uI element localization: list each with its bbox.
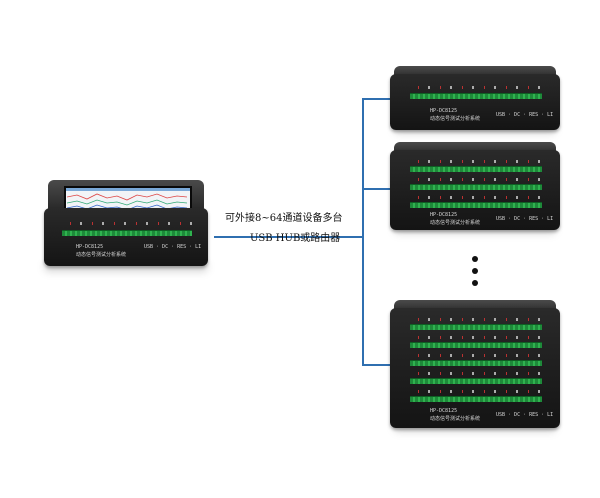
device-name: 动态信号测试分析系统 <box>430 416 481 422</box>
main-device: HP-DC8125 动态信号测试分析系统 USB · DC · RES · LI <box>40 180 212 272</box>
device-model: HP-DC8125 <box>430 108 458 114</box>
connector-vertical-bus <box>362 98 364 366</box>
device-name: 动态信号测试分析系统 <box>430 220 481 226</box>
device-name: 动态信号测试分析系统 <box>430 116 481 122</box>
terminal-strip <box>410 396 542 402</box>
device-port-labels: USB · DC · RES · LI <box>496 412 554 418</box>
device-name: 动态信号测试分析系统 <box>76 252 127 258</box>
connector-branch-3 <box>362 364 392 366</box>
connector-horizontal-main <box>214 236 364 238</box>
terminal-strip <box>410 360 542 366</box>
terminal-strip <box>410 202 542 208</box>
slave-device-2: HP-DC8125 动态信号测试分析系统 USB · DC · RES · LI <box>390 142 560 234</box>
device-port-labels: USB · DC · RES · LI <box>144 244 202 250</box>
terminal-strip <box>410 93 542 99</box>
terminal-strip <box>410 342 542 348</box>
connector-branch-1 <box>362 98 392 100</box>
device-model: HP-DC8125 <box>430 408 458 414</box>
device-model: HP-DC8125 <box>430 212 458 218</box>
terminal-strip <box>410 378 542 384</box>
terminal-strip <box>410 324 542 330</box>
terminal-strip <box>410 166 542 172</box>
slave-device-3: HP-DC8125 动态信号测试分析系统 USB · DC · RES · LI <box>390 300 560 432</box>
terminal-strip <box>62 230 192 236</box>
device-model: HP-DC8125 <box>76 244 104 250</box>
slave-device-1: HP-DC8125 动态信号测试分析系统 USB · DC · RES · LI <box>390 66 560 134</box>
device-port-labels: USB · DC · RES · LI <box>496 216 554 222</box>
caption-line-1: 可外接8~64通道设备多台 <box>225 213 343 224</box>
terminal-strip <box>410 184 542 190</box>
caption-line-2: USB HUB或路由器 <box>250 233 341 244</box>
device-port-labels: USB · DC · RES · LI <box>496 112 554 118</box>
connector-branch-2 <box>362 188 392 190</box>
